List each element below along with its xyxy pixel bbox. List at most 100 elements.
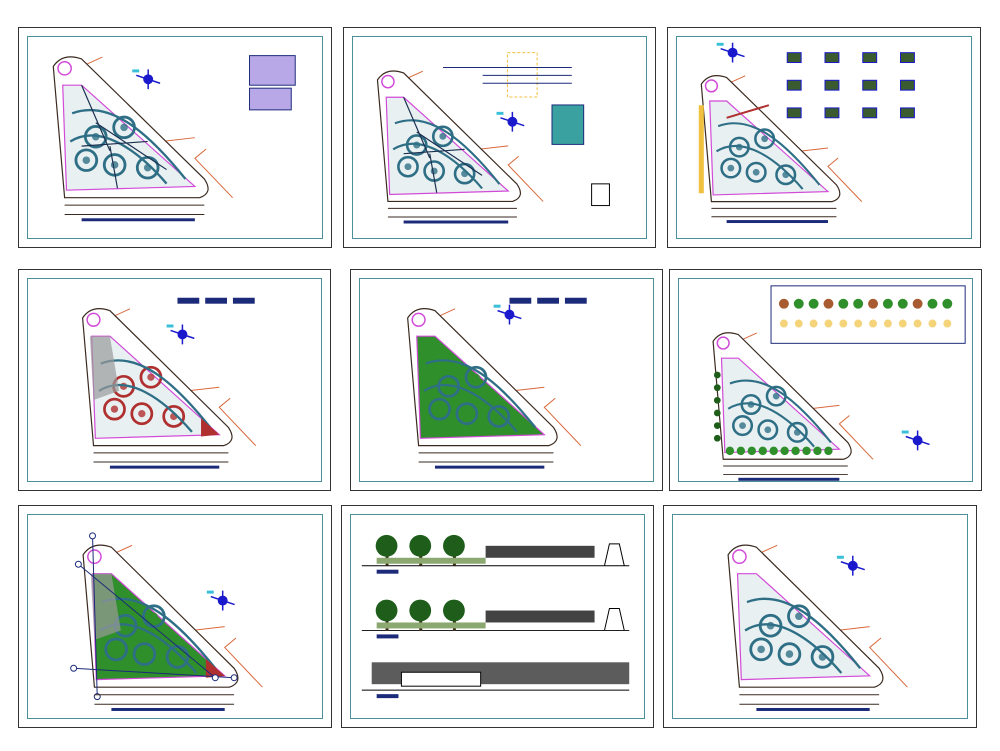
north-label-mark <box>496 111 504 115</box>
north-label-mark <box>836 555 844 559</box>
legend-table <box>249 55 296 86</box>
plant-symbol <box>869 319 878 328</box>
drawing-sheet-topography[interactable] <box>18 505 332 728</box>
curved-path <box>744 597 862 674</box>
detail-symbol <box>862 52 878 64</box>
rondel-center <box>404 163 412 171</box>
survey-point <box>74 560 82 568</box>
road-edge <box>93 452 229 463</box>
drawing-sheet-base[interactable] <box>663 505 977 728</box>
plant-symbol <box>793 298 804 309</box>
pipe-line <box>81 84 167 189</box>
road-edge <box>723 465 848 475</box>
entry-plaza-circle <box>57 61 72 76</box>
section-label-bar <box>376 694 399 699</box>
drawing-sheet-electrical[interactable] <box>343 27 656 248</box>
curved-path <box>727 379 832 448</box>
tree-symbol <box>824 446 833 456</box>
garden-rondel <box>162 405 186 428</box>
sheet-frame <box>359 278 654 482</box>
rondel-center <box>463 410 471 418</box>
rondel-center <box>120 123 128 132</box>
road-edge <box>64 204 205 216</box>
sheet-frame <box>350 514 645 719</box>
entry-plaza-circle <box>411 312 426 327</box>
plant-symbol <box>854 319 863 328</box>
tree-symbol <box>713 409 721 417</box>
gate-pillar <box>603 543 625 566</box>
drawing-sheet-grass[interactable] <box>350 269 663 491</box>
drawing-sheet-trees[interactable] <box>669 269 982 491</box>
plant-symbol <box>778 298 789 309</box>
garden-rondel <box>104 637 128 662</box>
tree-trunk <box>419 549 423 566</box>
tree-trunk <box>452 549 456 566</box>
plant-schedule-table <box>770 285 966 344</box>
tree-symbol <box>713 422 721 429</box>
drawing-sheet-paving[interactable] <box>18 269 331 491</box>
sheet-frame <box>676 36 972 239</box>
garden-rondel <box>132 642 157 666</box>
rondel-center <box>764 426 772 434</box>
sheet-frame <box>672 514 968 719</box>
pipe-line <box>403 97 483 193</box>
tree-symbol <box>780 446 789 456</box>
rondel-center <box>795 612 803 621</box>
rondel-center <box>82 156 91 164</box>
drawing-canvas <box>70 532 263 711</box>
tree-symbol <box>813 446 822 456</box>
entry-plaza-circle <box>381 74 395 89</box>
plant-symbol <box>838 298 849 309</box>
garden-rondel <box>455 402 479 426</box>
drawing-canvas <box>698 42 915 224</box>
tree-canopy <box>443 599 465 622</box>
tree-symbol <box>791 446 800 456</box>
street-edge-line <box>838 415 874 460</box>
circuit-lines <box>443 66 572 84</box>
plant-symbol <box>823 298 834 309</box>
sheet-frame <box>27 514 323 719</box>
north-arrow-icon <box>847 560 858 571</box>
sheet-frame <box>27 278 322 482</box>
tree-canopy <box>375 534 398 557</box>
red-paving <box>201 418 220 437</box>
garden-rondel <box>74 148 99 172</box>
road-edge <box>94 694 235 705</box>
drawing-sheet-layout[interactable] <box>667 27 981 248</box>
north-arrow-icon <box>143 74 154 85</box>
legend-table <box>249 87 292 111</box>
title-bar <box>756 707 870 711</box>
drawing-canvas <box>407 297 587 469</box>
street-edge-line <box>223 637 263 688</box>
rondel-center <box>147 373 155 381</box>
rondel-center <box>761 135 769 143</box>
title-bar <box>403 220 509 224</box>
tree-trunk <box>385 549 389 566</box>
plant-symbol <box>779 319 788 328</box>
detail-symbol <box>537 297 559 304</box>
north-arrow-icon <box>177 329 188 340</box>
title-bar <box>726 220 828 224</box>
plant-symbol <box>912 298 923 309</box>
tree-symbol <box>758 446 767 456</box>
drawing-sheet-sections[interactable] <box>341 505 654 728</box>
rondel-center <box>435 405 444 413</box>
entry-plaza-circle <box>704 79 719 93</box>
rondel-center <box>727 164 735 172</box>
garden-rondel <box>130 402 154 426</box>
plant-symbol <box>853 298 864 309</box>
drawing-canvas <box>361 534 630 699</box>
plant-symbol <box>943 319 952 328</box>
detail-symbol <box>862 79 878 91</box>
north-label-mark <box>901 430 909 434</box>
plant-symbol <box>883 319 892 328</box>
north-arrow-icon <box>912 435 923 446</box>
detail-symbol <box>900 107 915 119</box>
plant-symbol <box>809 319 818 328</box>
plant-symbol <box>913 319 922 328</box>
plant-symbol <box>839 319 848 328</box>
plant-symbol <box>927 298 938 309</box>
drawing-sheet-irrigation[interactable] <box>18 27 332 248</box>
detail-symbol <box>900 79 915 91</box>
rondel-center <box>752 168 760 176</box>
